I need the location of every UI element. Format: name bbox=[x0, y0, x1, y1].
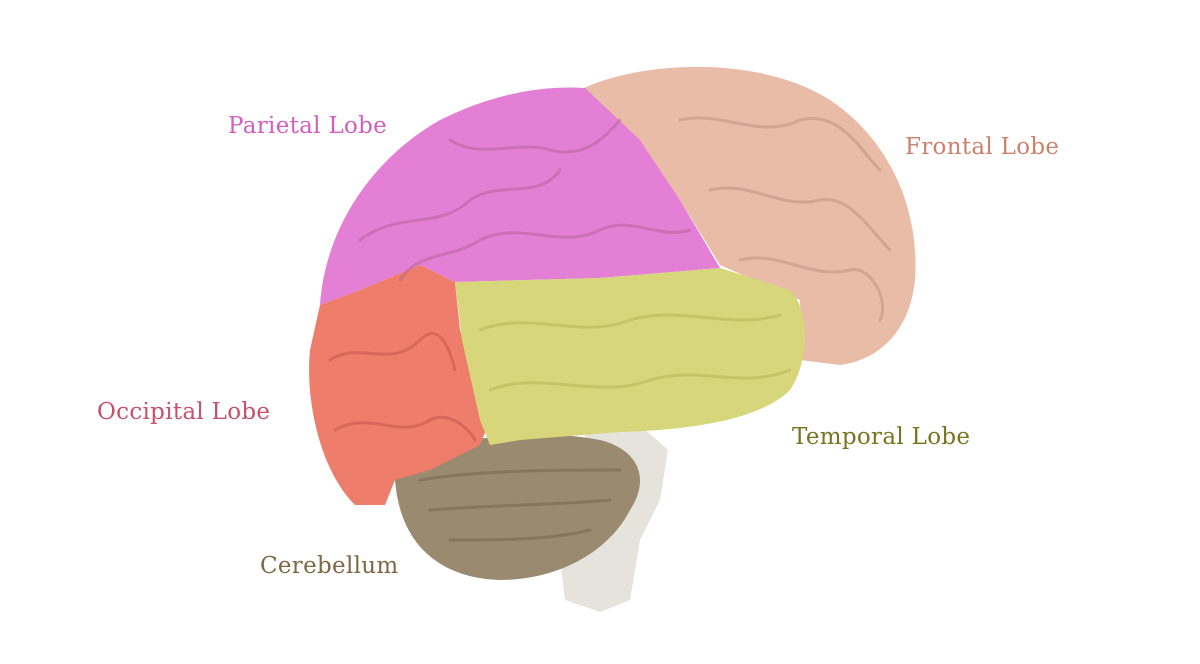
cerebellum bbox=[395, 434, 640, 580]
parietal-lobe-label: Parietal Lobe bbox=[228, 113, 388, 139]
temporal-lobe bbox=[455, 268, 805, 445]
occipital-gyri bbox=[328, 331, 477, 442]
temporal-gyri bbox=[478, 313, 792, 392]
frontal-lobe bbox=[580, 66, 916, 366]
occipital-lobe bbox=[309, 265, 490, 505]
cerebellum-folia bbox=[418, 468, 622, 542]
parietal-lobe bbox=[320, 87, 720, 305]
temporal-lobe-label: Temporal Lobe bbox=[792, 424, 971, 450]
frontal-gyri bbox=[678, 116, 892, 322]
occipital-lobe-label: Occipital Lobe bbox=[97, 399, 271, 425]
cerebellum-label: Cerebellum bbox=[260, 553, 399, 579]
parietal-gyri bbox=[358, 118, 692, 282]
frontal-lobe-label: Frontal Lobe bbox=[905, 134, 1060, 160]
